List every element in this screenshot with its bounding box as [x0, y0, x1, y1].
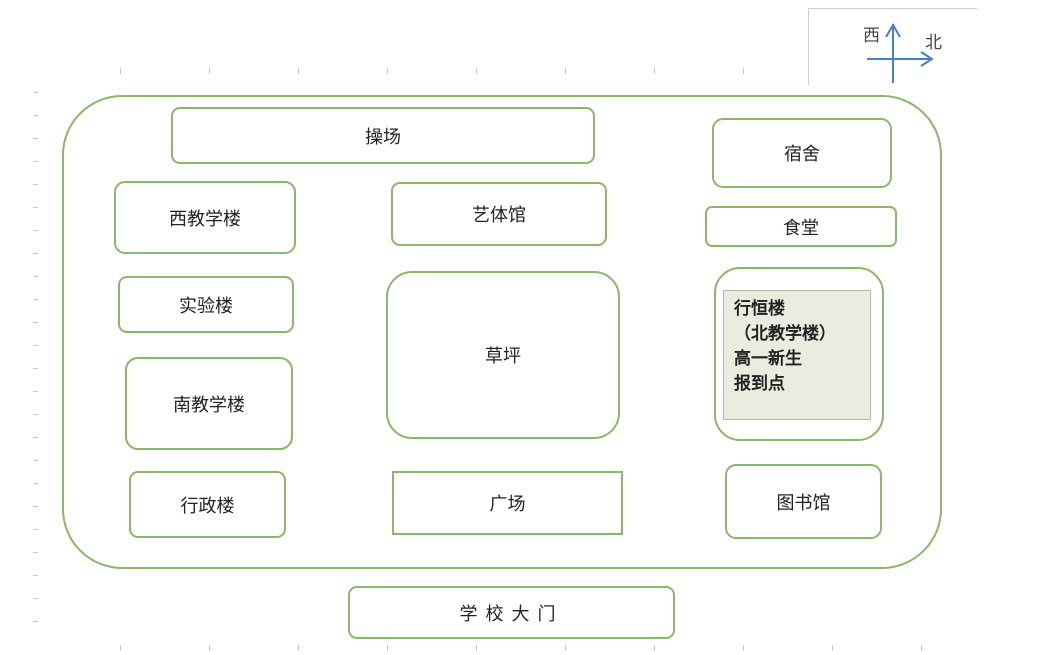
- ruler-tick: [298, 645, 299, 651]
- school-gate-label: 学校大门: [459, 603, 564, 625]
- ruler-tick: [921, 645, 922, 651]
- playground: 操场: [171, 107, 595, 164]
- ruler-tick: [33, 414, 38, 415]
- compass-west-label: 西: [863, 26, 880, 46]
- ruler-tick: [33, 138, 38, 139]
- ruler-tick: [33, 391, 38, 392]
- west-teaching-building: 西教学楼: [114, 181, 296, 254]
- xingheng-alias: （北教学楼）: [734, 324, 836, 344]
- ruler-tick: [565, 68, 566, 74]
- ruler-tick: [33, 276, 38, 277]
- ruler-tick: [832, 645, 833, 651]
- lab-building-label: 实验楼: [179, 295, 233, 317]
- campus-boundary: [62, 95, 942, 569]
- playground-label: 操场: [365, 126, 401, 148]
- canteen: 食堂: [705, 206, 897, 247]
- ruler-tick: [565, 645, 566, 651]
- library: 图书馆: [725, 464, 882, 539]
- dormitory: 宿舍: [712, 118, 892, 188]
- ruler-tick: [120, 645, 121, 651]
- ruler-tick: [33, 115, 38, 116]
- compass: 西 北: [808, 8, 977, 85]
- ruler-tick: [33, 437, 38, 438]
- ruler-tick: [33, 460, 38, 461]
- ruler-tick: [33, 299, 38, 300]
- ruler-tick: [209, 645, 210, 651]
- ruler-tick: [33, 184, 38, 185]
- school-gate: 学校大门: [348, 586, 675, 639]
- freshman-text: 高一新生: [734, 349, 802, 369]
- ruler-tick: [654, 68, 655, 74]
- ruler-tick: [743, 645, 744, 651]
- ruler-tick: [209, 68, 210, 74]
- admin-building: 行政楼: [129, 471, 286, 538]
- ruler-tick: [387, 68, 388, 74]
- ruler-tick: [33, 230, 38, 231]
- ruler-tick: [33, 506, 38, 507]
- lawn: 草坪: [386, 271, 620, 439]
- compass-north-label: 北: [925, 33, 942, 53]
- lab-building: 实验楼: [118, 276, 294, 333]
- ruler-tick: [654, 645, 655, 651]
- ruler-tick: [33, 483, 38, 484]
- xingheng-name: 行恒楼: [734, 299, 785, 319]
- ruler-tick: [33, 575, 38, 576]
- library-label: 图书馆: [776, 492, 831, 514]
- ruler-tick: [33, 598, 38, 599]
- west-teaching-building-label: 西教学楼: [169, 208, 241, 230]
- lawn-label: 草坪: [485, 346, 521, 367]
- plaza: 广场: [392, 471, 623, 535]
- ruler-tick: [476, 645, 477, 651]
- ruler-tick: [298, 68, 299, 74]
- south-teaching-building: 南教学楼: [125, 357, 293, 450]
- ruler-tick: [33, 207, 38, 208]
- ruler-tick: [33, 322, 38, 323]
- ruler-tick: [33, 529, 38, 530]
- ruler-tick: [33, 552, 38, 553]
- ruler-tick: [33, 368, 38, 369]
- south-teaching-building-label: 南教学楼: [173, 394, 245, 416]
- ruler-tick: [33, 621, 38, 622]
- canteen-label: 食堂: [783, 217, 819, 239]
- ruler-tick: [743, 68, 744, 74]
- dormitory-label: 宿舍: [784, 144, 820, 165]
- compass-arrows-icon: [867, 23, 934, 83]
- ruler-tick: [33, 345, 38, 346]
- ruler-tick: [476, 68, 477, 74]
- admin-building-label: 行政楼: [180, 495, 235, 517]
- xingheng-notice: 行恒楼 （北教学楼） 高一新生 报到点: [723, 290, 871, 420]
- plaza-label: 广场: [489, 494, 526, 515]
- art-gym-label: 艺体馆: [472, 205, 526, 226]
- ruler-tick: [120, 68, 121, 74]
- registration-point-text: 报到点: [734, 374, 785, 394]
- ruler-tick: [33, 92, 38, 93]
- art-gym: 艺体馆: [391, 182, 607, 246]
- ruler-tick: [33, 253, 38, 254]
- ruler-tick: [33, 161, 38, 162]
- ruler-tick: [387, 645, 388, 651]
